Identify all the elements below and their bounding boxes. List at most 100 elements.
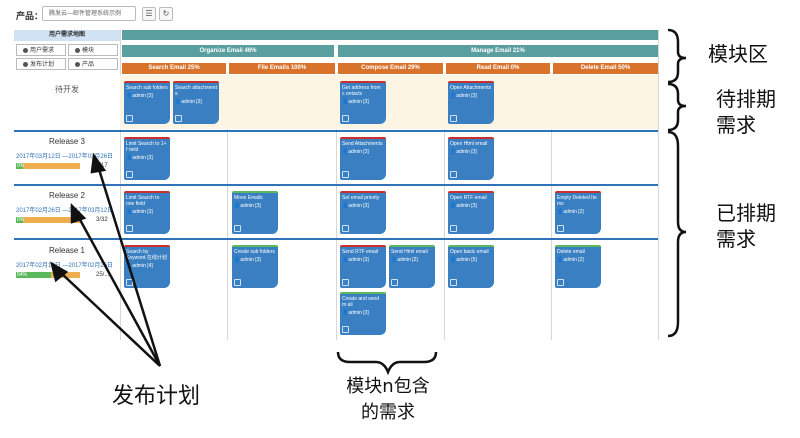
backlog-label: 待开发 — [55, 85, 79, 94]
release-separator — [14, 130, 658, 132]
brace-module-contains — [336, 351, 438, 376]
column-divider — [227, 75, 228, 340]
card-icon — [234, 225, 241, 232]
card-icon — [126, 171, 133, 178]
card-icon — [450, 225, 457, 232]
brace-pending — [667, 82, 687, 132]
card-icon — [342, 115, 349, 122]
story-card[interactable]: Send RTF email👤admin [3] — [340, 245, 386, 288]
list-icon[interactable]: ☰ — [142, 7, 156, 21]
column-divider — [658, 30, 659, 340]
story-card[interactable]: Open Attachments👤admin [3] — [448, 81, 494, 124]
card-icon — [557, 225, 564, 232]
activity-bar — [122, 30, 658, 40]
story-card[interactable]: Create and send m ail👤admin [3] — [340, 292, 386, 335]
brace-scheduled — [667, 130, 687, 338]
release-progress-bar: 0% — [16, 217, 80, 223]
story-card[interactable]: Search attachment s👤admin [3] — [173, 81, 219, 124]
brace-module-zone — [667, 28, 687, 84]
card-icon — [391, 279, 398, 286]
task-compose-email[interactable]: Compose Email 29% — [338, 63, 443, 74]
annotation-module-contains: 模块n包含 的需求 — [346, 376, 430, 423]
story-card[interactable]: Delete email👤admin [2] — [555, 245, 601, 288]
progress-fill: 54% — [16, 272, 51, 278]
story-card[interactable]: Create sub folders👤admin [3] — [232, 245, 278, 288]
story-card[interactable]: Open RTF email👤admin [3] — [448, 191, 494, 234]
card-icon — [557, 279, 564, 286]
card-icon — [450, 115, 457, 122]
release-count: 3/32 — [96, 217, 108, 223]
progress-fill: 0% — [16, 217, 25, 223]
owner: 👤admin [2] — [557, 257, 584, 263]
story-card[interactable]: Send Html email👤admin [2] — [389, 245, 435, 288]
release-title: Release 3 — [48, 137, 86, 146]
story-card[interactable]: Set email priority👤admin [3] — [340, 191, 386, 234]
release-count: 25/... — [96, 272, 110, 278]
owner: 👤admin [3] — [126, 155, 153, 161]
story-map-board: 用户需求地图 用户需求 模块 发布计划 产品 Organize Email 46… — [14, 30, 659, 340]
legend-product-button[interactable]: 产品 — [68, 58, 118, 70]
product-label: 产品： — [16, 11, 44, 21]
annotation-release-plan: 发布计划 — [112, 384, 201, 409]
release-separator — [14, 238, 658, 240]
owner: 👤admin [3] — [175, 99, 202, 105]
task-read-email[interactable]: Read Email 0% — [446, 63, 550, 74]
card-icon — [175, 115, 182, 122]
owner: 👤admin [3] — [126, 209, 153, 215]
progress-fill: 0% — [16, 163, 25, 169]
legend-user-story-button[interactable]: 用户需求 — [16, 44, 66, 56]
owner: 👤admin [3] — [342, 149, 369, 155]
task-search-email[interactable]: Search Email 25% — [122, 63, 226, 74]
activity-manage-email[interactable]: Manage Email 21% — [338, 45, 658, 57]
release-dates[interactable]: 2017年03月12日 —2017年03月26日 — [16, 154, 114, 160]
story-card[interactable]: Empty Deleted Ite ms👤admin [2] — [555, 191, 601, 234]
task-delete-email[interactable]: Delete Email 50% — [553, 63, 658, 74]
card-icon — [126, 225, 133, 232]
activity-organize-email[interactable]: Organize Email 46% — [122, 45, 334, 57]
plus-icon — [23, 61, 28, 67]
product-select[interactable]: 腾发云—邮件管理系统示例 — [42, 6, 136, 21]
story-card[interactable]: Limit Search to one field👤admin [3] — [124, 191, 170, 234]
owner: 👤admin [3] — [234, 257, 261, 263]
owner: 👤admin [3] — [342, 99, 369, 105]
card-icon — [126, 115, 133, 122]
release-title: Release 1 — [48, 246, 86, 255]
plus-icon — [75, 47, 80, 53]
annotation-module-zone: 模块区 — [708, 42, 768, 66]
card-icon — [342, 171, 349, 178]
owner: 👤admin [2] — [391, 257, 418, 263]
owner: 👤admin [3] — [234, 203, 261, 209]
owner: 👤admin [5] — [450, 257, 477, 263]
card-icon — [450, 171, 457, 178]
eye-icon — [75, 61, 80, 67]
release-progress-bar: 0% — [16, 163, 80, 169]
story-card[interactable]: Open Html email👤admin [3] — [448, 137, 494, 180]
release-dates[interactable]: 2017年02月12日 —2017年02月26日 — [16, 263, 114, 269]
story-card[interactable]: Search by Keyword 在线计划👤admin [4] — [124, 245, 170, 288]
card-icon — [126, 279, 133, 286]
owner: 👤admin [3] — [450, 149, 477, 155]
plus-icon — [23, 47, 28, 53]
legend-release-button[interactable]: 发布计划 — [16, 58, 66, 70]
release-plan-arrows — [50, 152, 162, 367]
owner: 👤admin [2] — [557, 209, 584, 215]
map-header: 用户需求地图 — [14, 30, 120, 41]
owner: 👤admin [3] — [450, 203, 477, 209]
owner: 👤admin [3] — [450, 93, 477, 99]
refresh-icon[interactable]: ↻ — [159, 7, 173, 21]
story-card[interactable]: Send Attachments👤admin [3] — [340, 137, 386, 180]
column-divider — [444, 75, 445, 340]
card-icon — [342, 225, 349, 232]
story-card[interactable]: Get address from c ontacts👤admin [3] — [340, 81, 386, 124]
story-card[interactable]: Open basic email👤admin [5] — [448, 245, 494, 288]
annotation-pending: 待排期 需求 — [716, 87, 776, 137]
release-dates[interactable]: 2017年02月26日 —2017年03月12日 — [16, 208, 114, 214]
release-separator — [14, 184, 658, 186]
story-card[interactable]: Limit Search to 1+ f rield👤admin [3] — [124, 137, 170, 180]
story-card[interactable]: Move Emails👤admin [3] — [232, 191, 278, 234]
legend-module-button[interactable]: 模块 — [68, 44, 118, 56]
card-icon — [342, 279, 349, 286]
story-card[interactable]: Search sub folders👤admin [3] — [124, 81, 170, 124]
task-file-emails[interactable]: File Emails 100% — [229, 63, 335, 74]
